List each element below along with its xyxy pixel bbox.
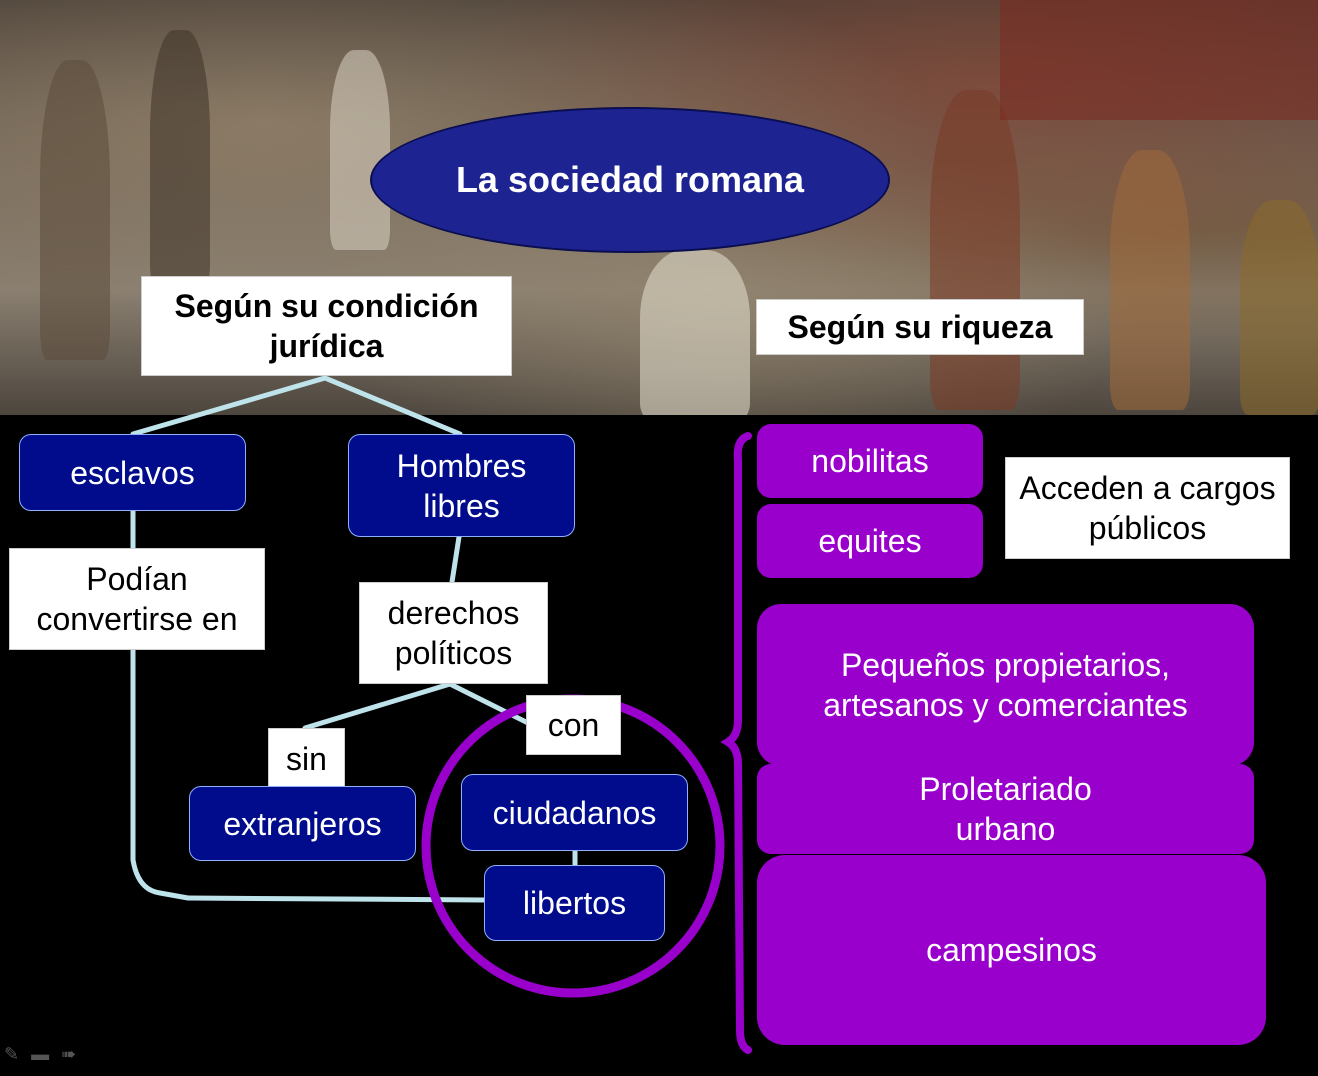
with-text: con: [547, 707, 600, 743]
citizens-text: ciudadanos: [492, 794, 657, 831]
foreigners-box: extranjeros: [189, 786, 416, 861]
connector-heading-free: [322, 375, 463, 437]
next-arrow-icon[interactable]: ➠: [61, 1044, 77, 1064]
wealth-brace: [720, 432, 752, 1054]
proletariat-text: Proletariado urbano: [919, 771, 1092, 847]
free-men-text: Hombres libres: [396, 447, 527, 524]
public-office-text: Acceden a cargos públicos: [1019, 470, 1276, 546]
connector-label-freedmen-left: [130, 647, 191, 901]
peasants-text: campesinos: [926, 932, 1097, 968]
pen-icon[interactable]: ✎: [4, 1044, 20, 1064]
connector-heading-slaves: [130, 375, 328, 437]
peasants-box: campesinos: [757, 855, 1266, 1045]
connector-rights-with: [447, 681, 533, 727]
freedmen-box: libertos: [484, 865, 665, 941]
foreigners-text: extranjeros: [223, 805, 382, 842]
freedmen-text: libertos: [522, 885, 627, 921]
equites-box: equites: [757, 504, 983, 578]
without-text: sin: [286, 741, 327, 777]
legal-heading: Según su condición jurídica: [141, 276, 512, 376]
nobilitas-text: nobilitas: [811, 443, 929, 479]
diagram-title: La sociedad romana: [370, 107, 890, 253]
could-become-text: Podían convertirse en: [36, 561, 238, 637]
could-become-label: Podían convertirse en: [9, 548, 265, 650]
with-label: con: [526, 695, 621, 755]
nobilitas-box: nobilitas: [757, 424, 983, 498]
connector-rights-without: [302, 681, 453, 731]
slideshow-toolbar: ✎ ▬ ➠: [4, 1044, 76, 1066]
slides-icon[interactable]: ▬: [31, 1044, 50, 1064]
wealth-heading-text: Según su riqueza: [787, 309, 1053, 345]
slaves-text: esclavos: [70, 454, 195, 491]
political-rights-label: derechos políticos: [359, 582, 548, 684]
legal-heading-text: Según su condición jurídica: [174, 288, 479, 364]
citizens-box: ciudadanos: [461, 774, 688, 851]
small-owners-box: Pequeños propietarios, artesanos y comer…: [757, 604, 1254, 766]
connector-free-rights: [449, 534, 462, 585]
wealth-heading: Según su riqueza: [756, 299, 1084, 355]
equites-text: equites: [818, 523, 922, 559]
public-office-label: Acceden a cargos públicos: [1005, 457, 1290, 559]
political-rights-text: derechos políticos: [387, 595, 520, 671]
free-men-box: Hombres libres: [348, 434, 575, 537]
diagram-title-text: La sociedad romana: [455, 159, 805, 200]
slaves-box: esclavos: [19, 434, 246, 511]
small-owners-text: Pequeños propietarios, artesanos y comer…: [823, 647, 1188, 723]
proletariat-box: Proletariado urbano: [757, 764, 1254, 854]
without-label: sin: [268, 728, 345, 790]
